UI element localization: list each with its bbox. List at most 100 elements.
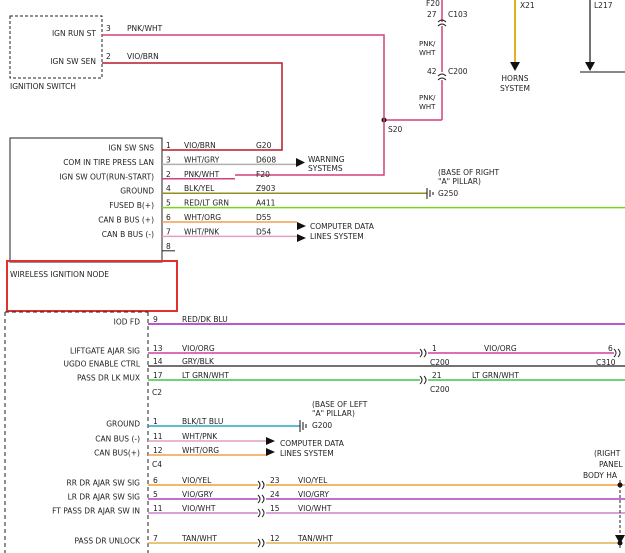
lower-wire-color-rr-dr-ajar-sw-sig: VIO/YEL (182, 476, 212, 485)
lower-pin-number-ground: 1 (153, 417, 158, 426)
c200-connector-icon (437, 73, 447, 77)
wireless-ignition-node-box (9, 137, 163, 263)
c4-label: C4 (152, 460, 162, 469)
arrow-down-icon (510, 62, 520, 71)
lower-pin-label-ft-pass-dr-ajar-sw-in: FT PASS DR AJAR SW IN (52, 507, 140, 516)
warning-label: WARNING (308, 155, 345, 164)
lower-pin-label-rr-dr-ajar-sw-sig: RR DR AJAR SW SIG (67, 479, 141, 488)
computer-data-label: COMPUTER DATA (310, 222, 375, 231)
f20-label: F20 (426, 0, 440, 8)
lower-pin-label-liftgate-ajar-sig: LIFTGATE AJAR SIG (70, 347, 140, 356)
lower-wire-color-can-bus: WHT/ORG (182, 446, 219, 455)
lower-pin-label-can-bus: CAN BUS (-) (95, 435, 140, 444)
lower-wire-color-pass-dr-unlock: TAN/WHT (181, 534, 217, 543)
liftgate-end-pin: 6 (608, 344, 613, 353)
arrow-down-icon (615, 535, 625, 544)
ignition-switch-box (9, 15, 103, 79)
arrow-down-icon (585, 62, 595, 71)
module-circuit-id-fused-b: A411 (256, 199, 276, 208)
module-pin-number-can-b-bus: 7 (166, 227, 171, 236)
module-pin-label-ign-sw-sns: IGN SW SNS (108, 144, 154, 153)
module-circuit-id-ign-sw-out-run-start: F20 (256, 170, 270, 179)
connector-icon (257, 494, 261, 504)
lower-conn-pin-pass-dr-lk-mux: 21 (432, 371, 442, 380)
lower-conn-wire-pass-dr-lk-mux: LT GRN/WHT (472, 371, 519, 380)
lower-wire-color-ground: BLK/LT BLU (182, 417, 223, 426)
lower-conn-pin-lr-dr-ajar-sw-sig: 24 (270, 490, 280, 499)
computer-data-label-2: COMPUTER DATA (280, 439, 345, 448)
liftgate-end-conn: C310 (596, 358, 616, 367)
module-circuit-id-ground: Z903 (256, 184, 276, 193)
arrow-right-icon (297, 222, 306, 230)
lower-pin-label-pass-dr-lk-mux: PASS DR LK MUX (77, 374, 140, 383)
module-circuit-id-com-in-tire-press-lan: D608 (256, 155, 276, 164)
module-circuit-id-can-b-bus: D55 (256, 213, 272, 222)
module-pin-number-com-in-tire-press-lan: 3 (166, 155, 171, 164)
ground-note-left-1: (BASE OF LEFT (312, 400, 368, 409)
wire-label-pnkwht-4: WHT (419, 103, 436, 111)
warning-systems-label: SYSTEMS (308, 164, 343, 173)
arrow-right-icon (266, 437, 275, 445)
module-pin-number-ign-sw-sns: 1 (166, 141, 171, 150)
l217-label: L217 (594, 1, 613, 10)
connector-icon (257, 538, 261, 548)
horns-label: HORNS (501, 74, 528, 83)
pin-label-ign-sw-sen: IGN SW SEN (50, 57, 96, 66)
lower-pin-number-ugdo-enable-ctrl: 14 (153, 357, 163, 366)
connector-icon (257, 508, 261, 518)
lower-pin-label-pass-dr-unlock: PASS DR UNLOCK (74, 537, 141, 546)
lower-pin-number-pass-dr-lk-mux: 17 (153, 371, 163, 380)
wire-label-pnkwht-3: PNK/ (419, 94, 436, 102)
wire-label-pnkwht-1: PNK/ (419, 40, 436, 48)
module-pin-label-can-b-bus: CAN B BUS (-) (102, 230, 154, 239)
c103-label: C103 (448, 10, 468, 19)
x21-label: X21 (520, 1, 535, 10)
lower-pin-label-ground: GROUND (106, 420, 140, 429)
lower-pin-label-can-bus: CAN BUS(+) (94, 449, 140, 458)
lower-wire-color-pass-dr-lk-mux: LT GRN/WHT (182, 371, 229, 380)
module-circuit-id-ign-sw-sns: G20 (256, 141, 272, 150)
module-pin-number-pin-8: 8 (166, 242, 171, 251)
ign-wire-3: PNK/WHT (127, 24, 163, 33)
highlight-box (6, 260, 178, 312)
module-pin-number-fused-b: 5 (166, 199, 171, 208)
arrow-right-icon (296, 158, 305, 167)
right-note-3: BODY HA (583, 471, 618, 480)
s20-label: S20 (388, 125, 403, 134)
module-pin-label-fused-b: FUSED B(+) (109, 201, 154, 210)
wire-label-pnkwht-2: WHT (419, 49, 436, 57)
lower-pin-number-can-bus: 12 (153, 446, 163, 455)
g200-label: G200 (312, 421, 332, 430)
lower-pin-number-iod-fd: 9 (153, 315, 158, 324)
lower-conn-wire-rr-dr-ajar-sw-sig: VIO/YEL (298, 476, 328, 485)
module-pin-number-can-b-bus: 6 (166, 213, 171, 222)
module-wire-color-com-in-tire-press-lan: WHT/GRY (184, 155, 220, 164)
lower-conn-label-liftgate-ajar-sig: C200 (430, 358, 450, 367)
lower-pin-number-rr-dr-ajar-sw-sig: 6 (153, 476, 158, 485)
lower-conn-pin-pass-dr-unlock: 12 (270, 534, 280, 543)
module-wire-color-fused-b: RED/LT GRN (184, 199, 229, 208)
lower-wire-color-iod-fd: RED/DK BLU (182, 315, 228, 324)
arrow-right-icon (297, 234, 306, 242)
lower-wire-color-liftgate-ajar-sig: VIO/ORG (182, 344, 215, 353)
module-wire-color-ign-sw-sns: VIO/BRN (184, 141, 216, 150)
lower-wire-color-can-bus: WHT/PNK (182, 432, 218, 441)
pin-label-ign-run: IGN RUN ST (52, 29, 96, 38)
connector-icon (419, 375, 423, 385)
lower-conn-wire-ft-pass-dr-ajar-sw-in: VIO/WHT (298, 504, 332, 513)
lower-pin-label-iod-fd: IOD FD (114, 318, 141, 327)
ignition-switch-label: IGNITION SWITCH (10, 82, 76, 91)
lower-conn-pin-ft-pass-dr-ajar-sw-in: 15 (270, 504, 280, 513)
c103-pin: 27 (427, 10, 437, 19)
connector-icon (257, 480, 261, 490)
ign-wire-2: VIO/BRN (127, 52, 159, 61)
module-circuit-id-can-b-bus: D54 (256, 227, 272, 236)
module-pin-label-ground: GROUND (120, 187, 154, 196)
right-note-1: (RIGHT (594, 449, 621, 458)
lower-conn-pin-liftgate-ajar-sig: 1 (432, 344, 437, 353)
lower-conn-pin-rr-dr-ajar-sw-sig: 23 (270, 476, 280, 485)
lower-pin-label-ugdo-enable-ctrl: UGDO ENABLE CTRL (64, 360, 141, 369)
lower-pin-number-can-bus: 11 (153, 432, 163, 441)
